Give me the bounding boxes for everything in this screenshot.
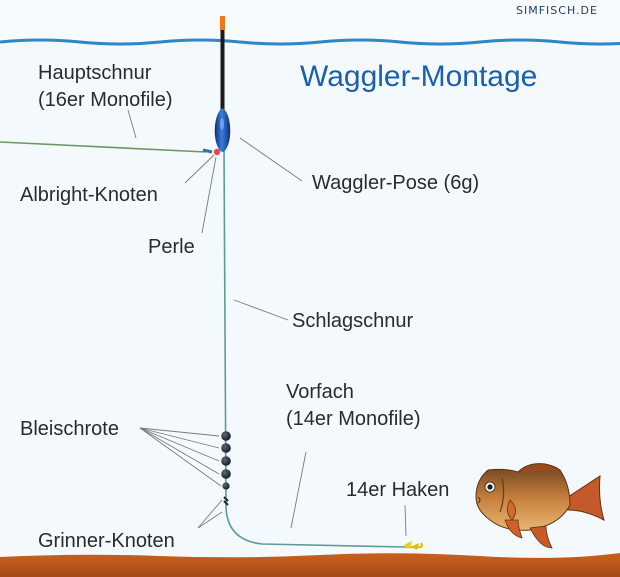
label-vorfach-sub: (14er Monofile) bbox=[286, 408, 421, 430]
grinner-knot bbox=[223, 496, 229, 506]
lake-bottom bbox=[0, 553, 620, 577]
label-albright-knoten: Albright-Knoten bbox=[20, 184, 158, 206]
bead bbox=[213, 148, 221, 156]
label-hauptschnur-sub: (16er Monofile) bbox=[38, 89, 173, 111]
site-credit: SIMFISCH.DE bbox=[516, 4, 598, 17]
label-grinner-knoten: Grinner-Knoten bbox=[38, 530, 175, 552]
label-waggler-pose: Waggler-Pose (6g) bbox=[312, 172, 480, 194]
diagram-title: Waggler-Montage bbox=[300, 60, 538, 93]
label-perle: Perle bbox=[148, 236, 195, 258]
crucian-carp bbox=[475, 463, 605, 549]
main-line bbox=[0, 141, 207, 153]
albright-knot bbox=[202, 148, 213, 154]
label-hauptschnur: Hauptschnur bbox=[38, 62, 152, 84]
callout-lines bbox=[127, 109, 407, 537]
label-14er-haken: 14er Haken bbox=[346, 479, 450, 501]
waggler-float bbox=[214, 16, 231, 152]
hook-14 bbox=[404, 541, 424, 550]
hook-link-line bbox=[225, 504, 406, 548]
label-bleischrote: Bleischrote bbox=[20, 418, 119, 440]
split-shots bbox=[221, 431, 231, 490]
water-surface-line bbox=[0, 38, 620, 46]
air-strip bbox=[0, 0, 620, 40]
label-vorfach: Vorfach bbox=[286, 381, 354, 403]
label-schlagschnur: Schlagschnur bbox=[292, 310, 414, 332]
